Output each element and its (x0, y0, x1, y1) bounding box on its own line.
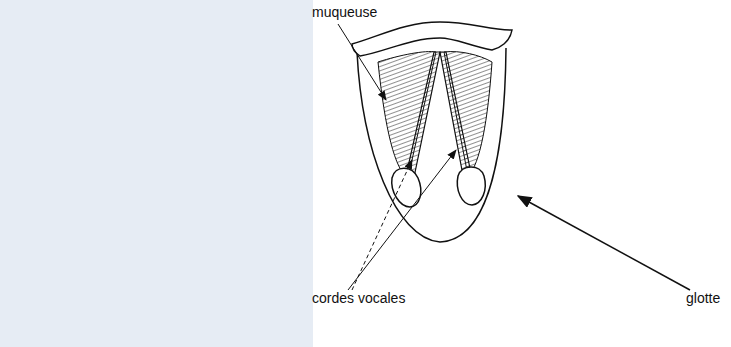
arytenoid-right (457, 167, 485, 205)
part-label: glotte (686, 290, 720, 306)
part-label: muqueuse (312, 4, 377, 20)
part-label: cordes vocales (312, 290, 405, 306)
leader-line (352, 160, 412, 290)
vocal-cord-left (405, 52, 440, 182)
blank-panel (0, 0, 313, 347)
leader-line (348, 150, 456, 290)
leader-line (338, 24, 386, 100)
leader-line (518, 196, 690, 290)
larynx-outline (357, 48, 506, 242)
vocal-cord-right (440, 52, 472, 181)
cartilage-band (352, 22, 512, 56)
